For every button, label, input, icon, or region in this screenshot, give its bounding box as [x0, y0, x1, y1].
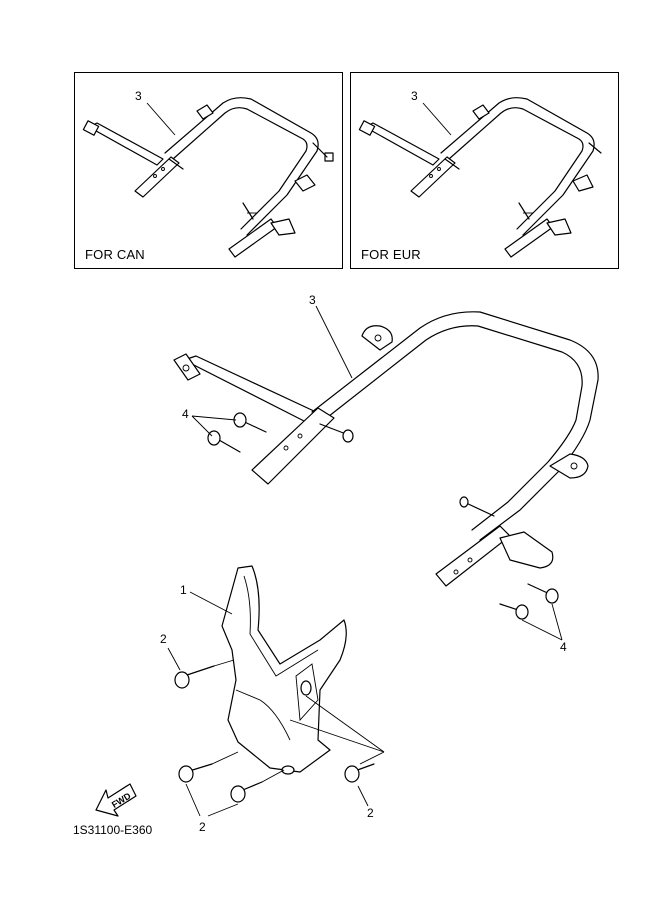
inset-for-eur: 3 FOR EUR: [350, 72, 619, 269]
callout-1-cover: 1: [180, 583, 187, 597]
part-code: 1S31100-E360: [73, 823, 153, 837]
inset-for-can: 3 FOR CAN: [74, 72, 343, 269]
guard-frame-eur-drawing: [358, 97, 602, 258]
bolts-right: [499, 583, 563, 641]
callout-4-upper-left: 4: [182, 407, 189, 421]
callout-3-main: 3: [309, 293, 316, 307]
callout-3-can: 3: [135, 89, 142, 103]
front-cover: [189, 565, 347, 775]
guard-frame-can-drawing: [82, 97, 334, 258]
bolts-upper-left: [191, 412, 267, 453]
fwd-arrow-icon: FWD: [95, 783, 137, 817]
cover-bolts: [167, 647, 385, 817]
callout-2-bottom: 2: [199, 820, 206, 834]
callout-2-right: 2: [367, 806, 374, 820]
callout-4-right: 4: [560, 640, 567, 654]
inset-label-eur: FOR EUR: [361, 247, 421, 262]
inset-label-can: FOR CAN: [85, 247, 145, 262]
guard-frame: [173, 305, 599, 587]
callout-2-left: 2: [160, 632, 167, 646]
callout-3-eur: 3: [411, 89, 418, 103]
